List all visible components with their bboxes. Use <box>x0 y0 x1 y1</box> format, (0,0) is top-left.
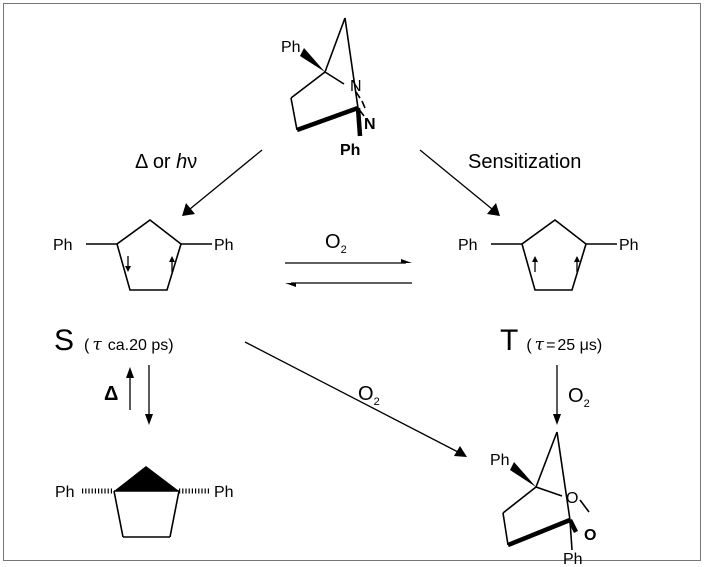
arrow-head <box>487 203 500 216</box>
bond <box>569 519 573 551</box>
label-thermal-photo: Δ or hν <box>135 151 197 173</box>
arrow-head <box>182 203 195 216</box>
spin-up-icon <box>169 256 175 262</box>
arrow-head <box>126 367 134 378</box>
bond <box>169 490 180 538</box>
atom-ph: Ph <box>214 237 234 254</box>
bond <box>355 107 363 137</box>
arrow-line <box>244 341 459 453</box>
arrow-to-singlet <box>182 149 263 216</box>
bond <box>567 518 579 534</box>
hash-bond <box>300 48 325 72</box>
spin-up-icon <box>532 256 538 262</box>
bond <box>556 431 571 521</box>
label-o2-triplet: O2 <box>568 385 590 410</box>
atom-o: O <box>584 527 596 544</box>
atom-n: N <box>364 116 376 133</box>
hash-bond <box>510 462 536 487</box>
singlet-diradical: Ph Ph <box>53 218 234 291</box>
atom-ph: Ph <box>458 237 478 254</box>
atom-ph: Ph <box>563 551 583 567</box>
arrow-to-triplet <box>419 149 500 216</box>
bond <box>355 91 361 99</box>
cyclopentane-ring <box>521 218 587 291</box>
atom-ph: Ph <box>214 484 234 501</box>
azoalkane-molecule: Ph N N Ph <box>281 17 376 159</box>
bridge-wedge <box>114 466 179 491</box>
bond <box>113 490 124 538</box>
arrow-head <box>553 414 561 425</box>
label-o2-equilibrium: O2 <box>325 231 347 256</box>
scheme-frame <box>3 3 701 561</box>
arrow-head <box>454 446 467 457</box>
atom-ph: Ph <box>281 39 301 56</box>
arrow-triplet-to-endoperoxide <box>553 365 561 425</box>
arrow-line <box>419 149 493 210</box>
bond <box>296 105 359 133</box>
arrow-head <box>401 259 412 263</box>
bond <box>324 17 346 73</box>
bond <box>502 512 509 546</box>
bicyclopentane-molecule: Ph Ph <box>55 466 234 538</box>
bond <box>361 100 366 109</box>
endoperoxide-molecule: Ph O O Ph <box>490 431 596 567</box>
bond <box>324 71 345 85</box>
triplet-diradical: Ph Ph <box>458 218 639 291</box>
arrows-singlet-housane <box>126 365 153 425</box>
arrow-head <box>285 283 296 287</box>
arrow-head <box>145 414 153 425</box>
atom-ph: Ph <box>340 142 360 159</box>
atom-ph: Ph <box>55 484 75 501</box>
atom-o: O <box>566 490 578 507</box>
atom-n: N <box>350 78 362 95</box>
bond <box>290 97 298 131</box>
arrow-line <box>189 149 263 210</box>
atom-ph: Ph <box>619 237 639 254</box>
label-sensitization: Sensitization <box>468 151 581 173</box>
bond <box>579 499 590 513</box>
arrow-to-endoperoxide <box>244 341 467 457</box>
equilibrium-arrows <box>285 259 412 287</box>
spin-up-icon <box>574 256 580 262</box>
bond <box>502 486 537 514</box>
spin-down-icon <box>125 266 131 272</box>
bond <box>535 486 563 497</box>
atom-ph: Ph <box>53 237 73 254</box>
atom-ph: Ph <box>490 452 510 469</box>
triplet-state-label: T(τ=25 μs) <box>500 324 602 357</box>
cyclopentane-ring <box>116 218 182 291</box>
bond <box>290 71 326 99</box>
bond <box>507 517 571 548</box>
label-delta: Δ <box>104 383 118 405</box>
bond <box>535 431 558 488</box>
label-o2-diagonal: O2 <box>358 383 380 408</box>
